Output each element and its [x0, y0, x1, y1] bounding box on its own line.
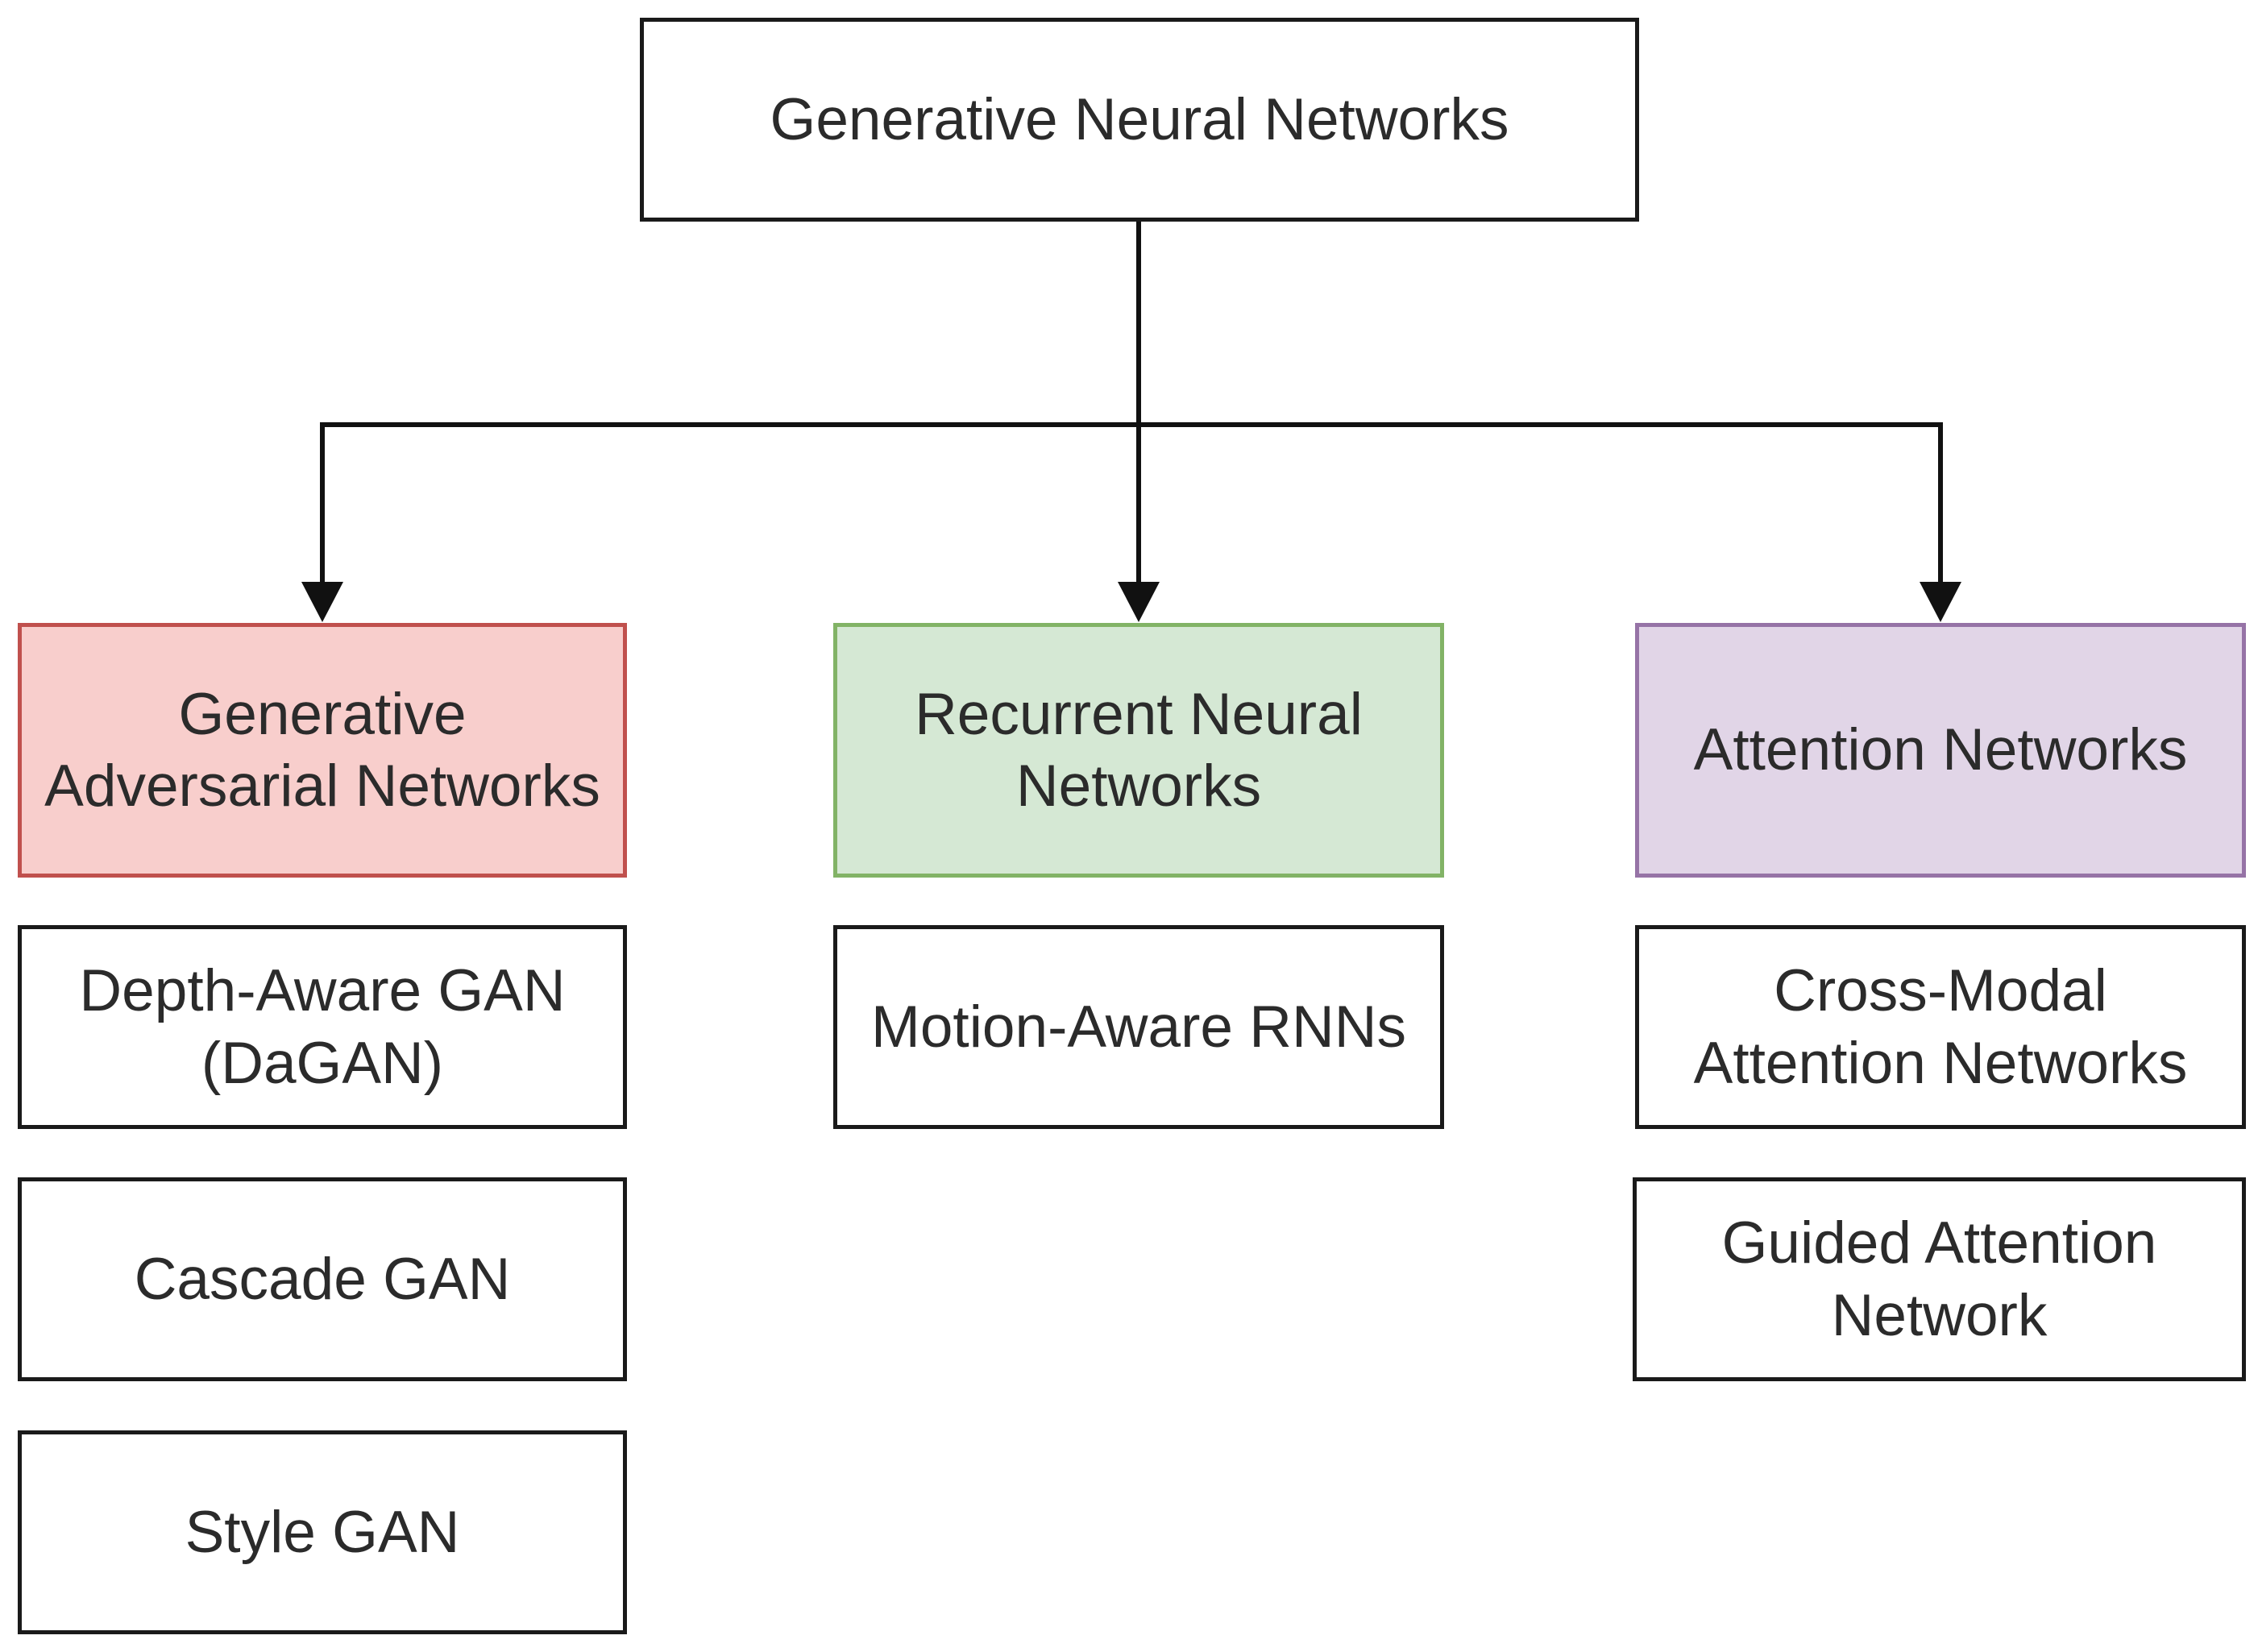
item-node-guided-attention: Guided Attention Network — [1633, 1177, 2246, 1381]
item-label-cross-modal-attention: Cross-Modal Attention Networks — [1693, 958, 2188, 1096]
arrowhead-rnn — [1118, 582, 1160, 622]
item-label-guided-attention: Guided Attention Network — [1721, 1210, 2157, 1348]
category-label-gan: Generative Adversarial Networks — [44, 681, 600, 819]
item-label-style-gan: Style GAN — [185, 1499, 460, 1565]
category-label-rnn: Recurrent Neural Networks — [915, 681, 1363, 819]
category-label-attention: Attention Networks — [1693, 717, 2188, 783]
category-node-rnn: Recurrent Neural Networks — [833, 623, 1444, 878]
item-label-motion-aware-rnns: Motion-Aware RNNs — [871, 994, 1406, 1060]
root-node-label: Generative Neural Networks — [770, 86, 1509, 152]
item-label-dagan: Depth-Aware GAN (DaGAN) — [79, 958, 566, 1096]
root-node-generative-neural-networks: Generative Neural Networks — [640, 18, 1639, 222]
item-node-motion-aware-rnns: Motion-Aware RNNs — [833, 925, 1444, 1129]
item-node-cascade-gan: Cascade GAN — [18, 1177, 627, 1381]
arrowhead-gan — [301, 582, 343, 622]
item-node-style-gan: Style GAN — [18, 1430, 627, 1634]
category-node-attention: Attention Networks — [1635, 623, 2246, 878]
item-label-cascade-gan: Cascade GAN — [134, 1246, 511, 1312]
category-node-gan: Generative Adversarial Networks — [18, 623, 627, 878]
item-node-cross-modal-attention: Cross-Modal Attention Networks — [1635, 925, 2246, 1129]
item-node-dagan: Depth-Aware GAN (DaGAN) — [18, 925, 627, 1129]
arrowhead-attention — [1920, 582, 1961, 622]
